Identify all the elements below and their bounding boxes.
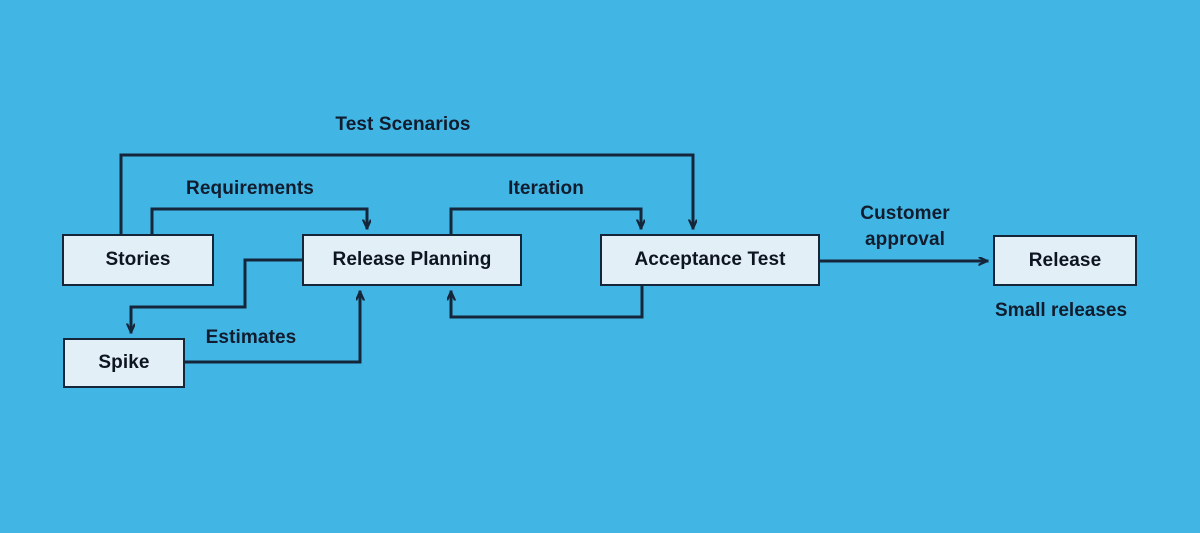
node-release-planning[interactable]: Release Planning xyxy=(302,234,522,286)
node-release-label: Release xyxy=(1028,249,1102,271)
edge-estimates xyxy=(183,290,360,364)
edge-label-requirements: Requirements xyxy=(186,178,314,199)
node-release-planning-label: Release Planning xyxy=(332,249,492,270)
edge-planning-to-spike xyxy=(131,258,304,334)
node-acceptance-test[interactable]: Acceptance Test xyxy=(600,234,820,286)
edge-test-scenarios xyxy=(119,153,693,236)
caption-small-releases: Small releases xyxy=(995,300,1128,321)
node-stories-label: Stories xyxy=(105,249,171,270)
node-spike[interactable]: Spike xyxy=(63,338,185,388)
edge-label-iteration: Iteration xyxy=(508,178,584,199)
edge-iteration xyxy=(449,207,641,236)
edge-label-estimates: Estimates xyxy=(205,327,297,348)
node-stories[interactable]: Stories xyxy=(62,234,214,286)
node-spike-label: Spike xyxy=(98,352,150,373)
edge-acceptance-to-planning xyxy=(451,284,644,319)
node-acceptance-test-label: Acceptance Test xyxy=(634,249,786,270)
edge-label-customer-approval: Customer approval xyxy=(860,203,950,250)
node-release[interactable]: Release xyxy=(993,235,1137,286)
edge-requirements xyxy=(150,207,367,236)
edge-label-test-scenarios: Test Scenarios xyxy=(335,114,471,135)
